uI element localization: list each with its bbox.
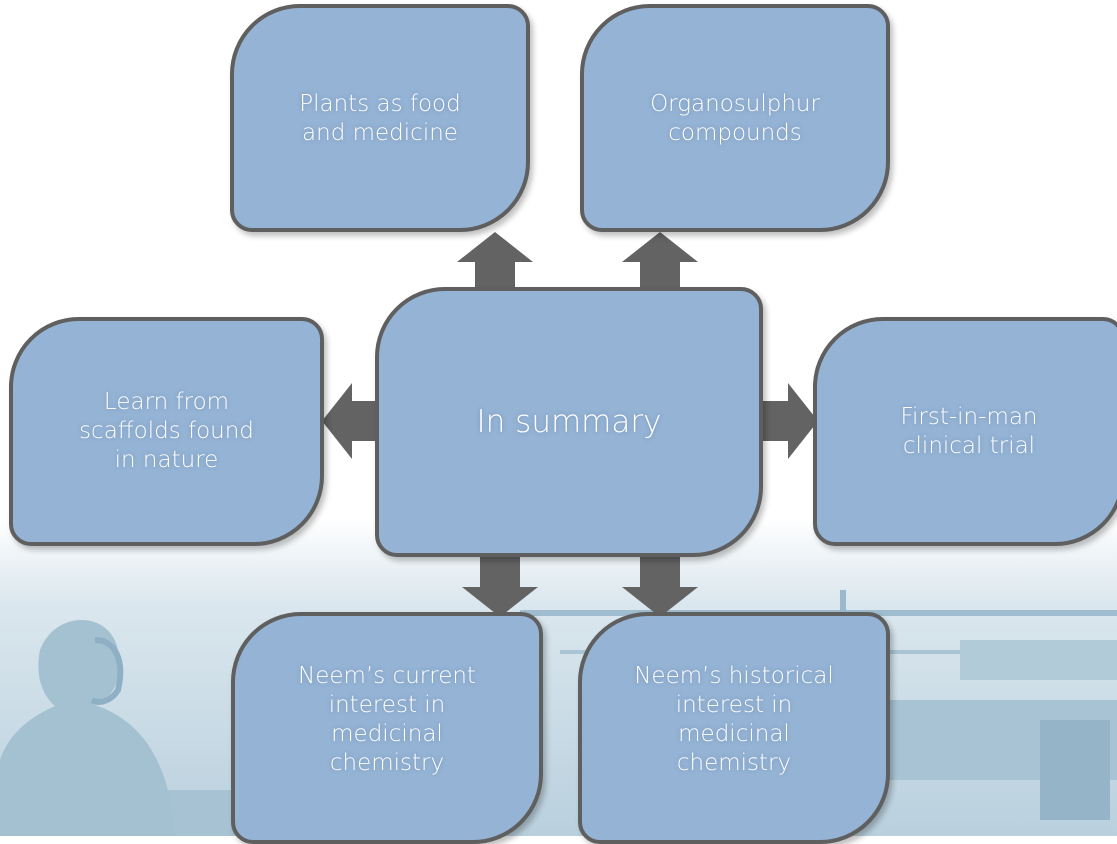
box-neem-current: Neem’s current interest in medicinal che… xyxy=(231,612,543,844)
box-learn-label: Learn from scaffolds found in nature xyxy=(79,389,254,473)
box-first-label: First-in-man clinical trial xyxy=(900,403,1038,459)
arrow-up-right xyxy=(622,232,698,294)
box-learn-scaffolds: Learn from scaffolds found in nature xyxy=(9,317,324,546)
box-neem-historical: Neem’s historical interest in medicinal … xyxy=(578,612,890,844)
arrow-up-left xyxy=(457,232,533,294)
arrow-left xyxy=(322,383,384,459)
arrow-down-left xyxy=(462,555,538,617)
box-organosulphur: Organosulphur compounds xyxy=(580,4,890,232)
box-neem-current-label: Neem’s current interest in medicinal che… xyxy=(298,663,476,776)
box-plants-food-medicine: Plants as food and medicine xyxy=(230,4,530,232)
arrow-down-right xyxy=(622,555,698,617)
box-in-summary: In summary xyxy=(375,287,763,557)
box-organo-label: Organosulphur compounds xyxy=(650,91,820,146)
center-label: In summary xyxy=(476,404,662,440)
arrow-right xyxy=(756,383,818,459)
box-plants-label: Plants as food and medicine xyxy=(299,91,461,146)
box-first-in-man: First-in-man clinical trial xyxy=(813,317,1117,546)
box-neem-historical-label: Neem’s historical interest in medicinal … xyxy=(634,663,834,776)
